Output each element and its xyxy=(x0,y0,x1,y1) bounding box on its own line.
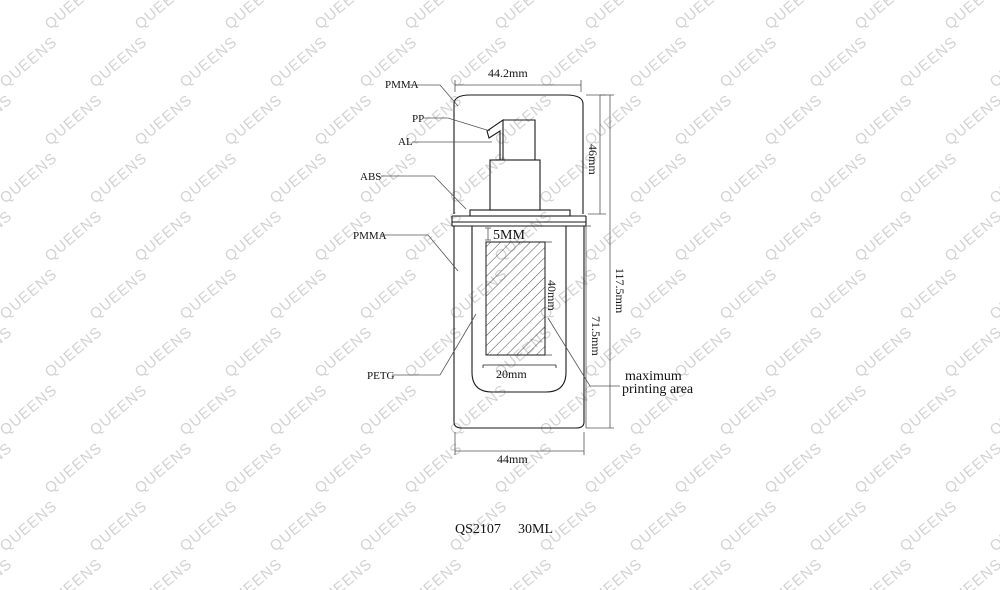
dimension-lines xyxy=(380,80,620,455)
label-cap-material: PMMA xyxy=(385,79,419,91)
print-area-label-line2: printing area xyxy=(622,382,694,397)
inner-bottle-outline xyxy=(471,226,567,393)
shoulder-outline xyxy=(469,209,571,217)
outer-bottle-outline xyxy=(453,226,585,429)
collar-outline xyxy=(489,159,541,211)
label-inner-bottle-material: PETG xyxy=(367,370,395,382)
dim-total-height: 117.5mm xyxy=(613,268,627,314)
dim-print-width: 20mm xyxy=(496,367,527,381)
dim-cap-height: 46mm xyxy=(586,144,600,175)
cap-outline xyxy=(453,94,584,214)
dim-print-height: 40mm xyxy=(545,280,559,311)
product-code: QS2107 xyxy=(455,522,501,537)
label-shoulder-material: ABS xyxy=(360,171,381,183)
bottle-outline xyxy=(451,94,587,429)
print-area-hatch xyxy=(485,241,546,356)
dim-body-height: 71.5mm xyxy=(589,316,603,356)
label-outer-bottle-material: PMMA xyxy=(353,230,387,242)
print-area-label-line1: maximum xyxy=(625,369,682,384)
label-collar-material: AL xyxy=(398,136,413,148)
label-actuator-material: PP xyxy=(412,113,424,125)
dim-print-top-margin: 5MM xyxy=(493,228,525,243)
dim-bottle-width: 44mm xyxy=(497,452,528,466)
product-volume: 30ML xyxy=(518,522,553,537)
actuator-outline xyxy=(486,118,504,160)
dim-cap-width: 44.2mm xyxy=(488,66,528,80)
